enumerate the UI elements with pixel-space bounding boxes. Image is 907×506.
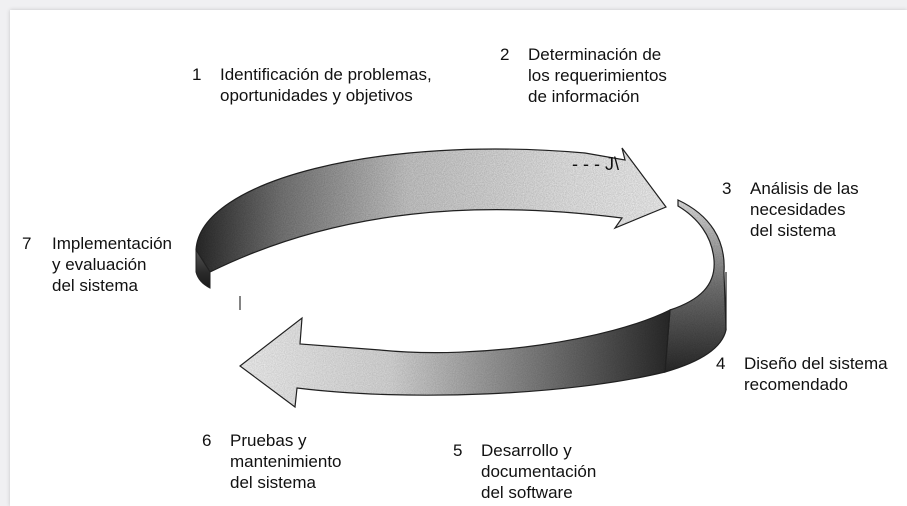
step-2: 2 Determinación de los requerimientos de… <box>500 44 667 107</box>
step-2-label: Determinación de los requerimientos de i… <box>528 45 667 106</box>
sdlc-cycle-diagram: - - - J\ <box>195 147 727 409</box>
scan-artifact: - - - J\ <box>572 154 619 174</box>
step-4: 4 Diseño del sistema recomendado <box>716 353 888 395</box>
step-6-label: Pruebas y mantenimiento del sistema <box>230 431 342 492</box>
step-6: 6 Pruebas y mantenimiento del sistema <box>202 430 342 493</box>
step-4-label: Diseño del sistema recomendado <box>744 354 888 394</box>
step-7-number: 7 <box>22 234 32 253</box>
right-ring-edge <box>664 199 727 373</box>
step-5-number: 5 <box>453 441 463 460</box>
step-3: 3 Análisis de las necesidades del sistem… <box>722 178 859 241</box>
step-1-number: 1 <box>192 65 202 84</box>
step-6-number: 6 <box>202 431 212 450</box>
step-3-label: Análisis de las necesidades del sistema <box>750 179 859 240</box>
step-4-number: 4 <box>716 354 726 373</box>
step-2-number: 2 <box>500 45 510 64</box>
step-5: 5 Desarrollo y documentación del softwar… <box>453 440 596 503</box>
step-5-label: Desarrollo y documentación del software <box>481 441 597 502</box>
step-1: 1 Identificación de problemas, oportunid… <box>192 64 432 106</box>
left-ring-edge <box>195 248 211 289</box>
top-arrow-band <box>195 147 667 273</box>
step-1-label: Identificación de problemas, oportunidad… <box>220 65 432 105</box>
bottom-arrow-band <box>239 308 671 409</box>
diagram-card: - - - J\ 1 Identificación de problemas, … <box>10 10 907 506</box>
step-3-number: 3 <box>722 179 732 198</box>
step-7: 7 Implementación y evaluación del sistem… <box>22 233 172 296</box>
step-7-label: Implementación y evaluación del sistema <box>52 234 173 295</box>
